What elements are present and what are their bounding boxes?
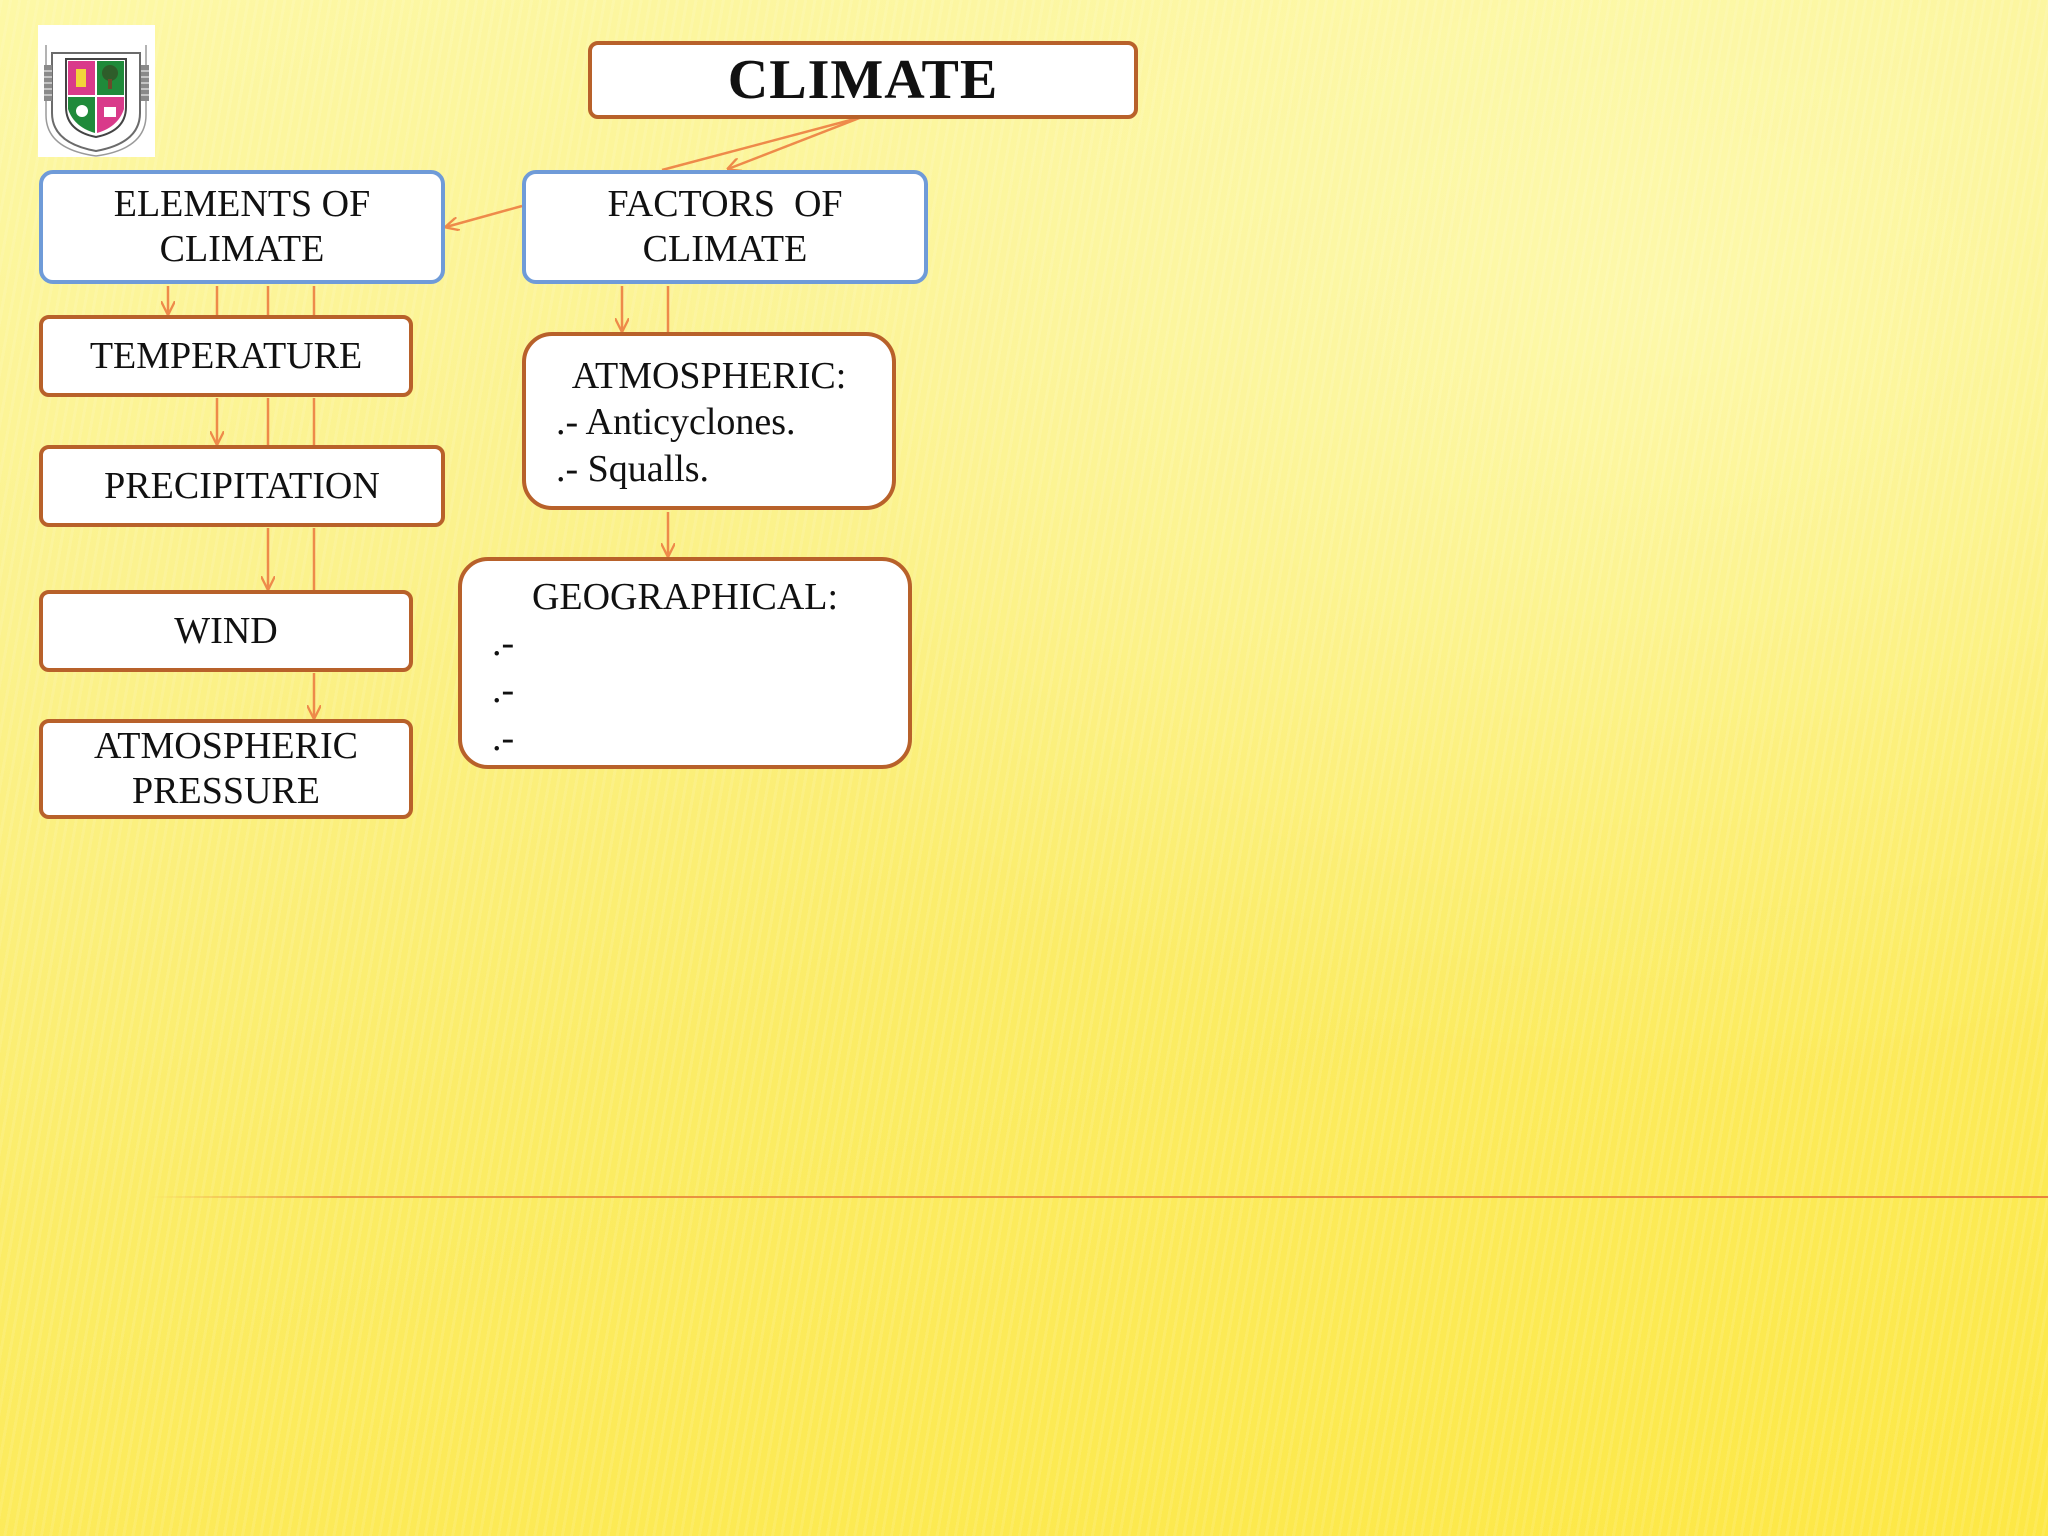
school-crest-logo [38, 25, 155, 157]
temperature-label: TEMPERATURE [89, 334, 363, 377]
pressure-label-line2: PRESSURE [132, 770, 320, 812]
geographical-item: .- [492, 621, 515, 664]
geographical-item: .- [492, 716, 515, 759]
atmospheric-heading: ATMOSPHERIC: [571, 355, 847, 397]
precipitation-box: PRECIPITATION [39, 445, 445, 527]
footer-divider-line [150, 1196, 2048, 1198]
geographical-item: .- [492, 669, 515, 712]
elements-label-line1: ELEMENTS OF [113, 183, 371, 226]
geographical-factors-box: GEOGRAPHICAL: .- .- .- [458, 557, 912, 769]
atmospheric-item: .- Anticyclones. [556, 400, 796, 443]
geographical-heading: GEOGRAPHICAL: [531, 576, 839, 618]
climate-title: CLIMATE [727, 48, 999, 111]
temperature-box: TEMPERATURE [39, 315, 413, 397]
factors-of-climate-box: FACTORS OF CLIMATE [522, 170, 928, 284]
wind-label: WIND [174, 609, 278, 652]
factors-label-line1: FACTORS OF [607, 183, 843, 226]
wind-box: WIND [39, 590, 413, 672]
atmospheric-pressure-box: ATMOSPHERIC PRESSURE [39, 719, 413, 819]
precipitation-label: PRECIPITATION [104, 464, 380, 507]
atmospheric-factors-box: ATMOSPHERIC: .- Anticyclones. .- Squalls… [522, 332, 896, 510]
atmospheric-item: .- Squalls. [556, 448, 710, 491]
elements-of-climate-box: ELEMENTS OF CLIMATE [39, 170, 445, 284]
climate-title-box: CLIMATE [588, 41, 1138, 119]
factors-label-line2: CLIMATE [642, 228, 808, 270]
elements-label-line2: CLIMATE [159, 228, 325, 270]
pressure-label-line1: ATMOSPHERIC [94, 725, 358, 768]
